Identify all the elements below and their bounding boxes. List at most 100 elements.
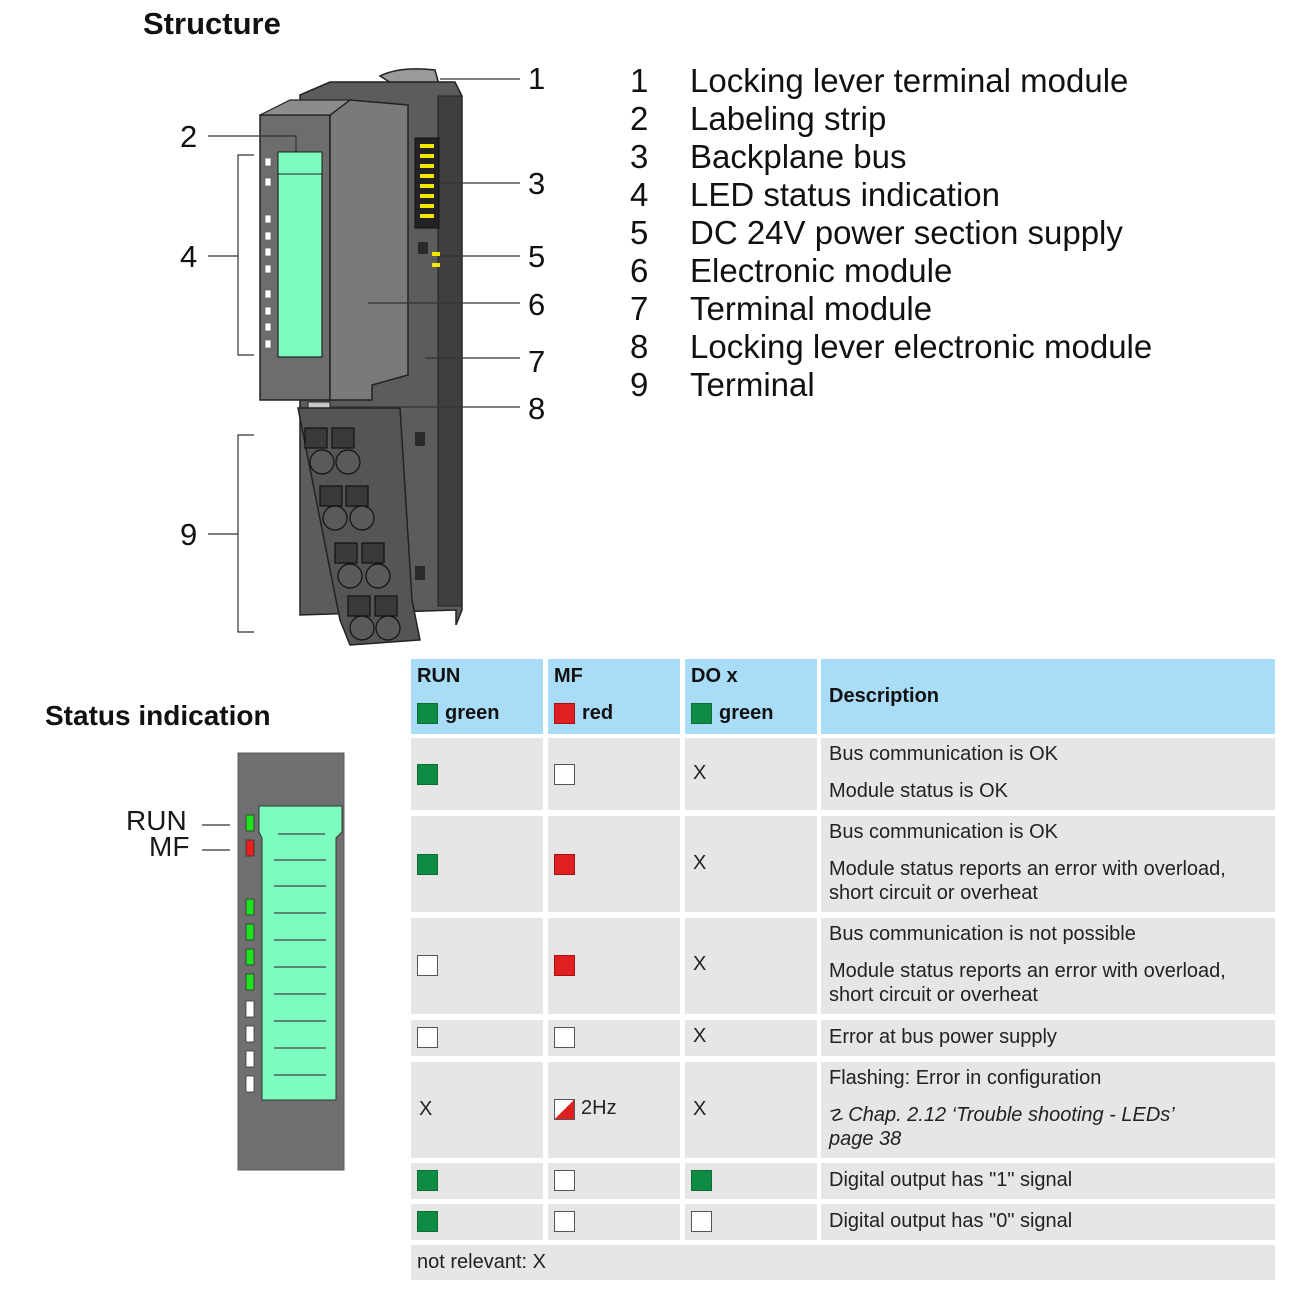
chapter-reference-text: Chap. 2.12 ‘Trouble shooting - LEDs’: [848, 1104, 1175, 1126]
table-row-4-mf: [548, 1020, 680, 1056]
legend-number: 8: [630, 328, 649, 365]
not-relevant-mark: X: [693, 1025, 707, 1047]
table-row-4-do: X: [685, 1020, 817, 1056]
description-line: Module status reports an error with over…: [829, 960, 1226, 982]
callout-4: 4: [180, 239, 198, 274]
status-heading: Status indication: [45, 700, 271, 731]
legend-item: 9 Terminal: [630, 366, 1152, 404]
legend-label: DC 24V power section supply: [690, 214, 1123, 251]
led-off-icon: [691, 1211, 712, 1232]
description-line: Bus communication is OK: [829, 743, 1058, 765]
status-panel-drawing: [202, 752, 345, 1171]
table-row-6-do: [685, 1163, 817, 1199]
not-relevant-mark: X: [693, 953, 707, 975]
header-description-title: Description: [829, 685, 940, 707]
flashing-led-icon: [554, 1099, 575, 1120]
legend-item: 1 Locking lever terminal module: [630, 62, 1152, 100]
red-led-icon: [554, 703, 575, 724]
table-row-2-run: [411, 816, 543, 912]
table-row-4-run: [411, 1020, 543, 1056]
table-footer: not relevant: X: [411, 1245, 1275, 1280]
table-row-5-mf: 2Hz: [548, 1062, 680, 1158]
legend-label: Backplane bus: [690, 138, 907, 175]
callout-9: 9: [180, 517, 198, 552]
legend-label: LED status indication: [690, 176, 1001, 213]
callout-1: 1: [528, 61, 546, 96]
table-row-2-mf: [548, 816, 680, 912]
header-mf-color: red: [582, 702, 614, 724]
description-line: Bus communication is OK: [829, 821, 1058, 843]
header-description: Description: [821, 659, 1275, 734]
green-led-icon: [417, 1211, 438, 1232]
green-led-icon: [691, 1170, 712, 1191]
legend-number: 1: [630, 62, 649, 99]
module-structure-drawing: [208, 68, 520, 646]
callout-7: 7: [528, 344, 546, 379]
legend-number: 2: [630, 100, 649, 137]
header-mf-title: MF: [554, 665, 583, 687]
led-off-icon: [554, 1211, 575, 1232]
table-row-3-description: Bus communication is not possible Module…: [821, 918, 1275, 1014]
callout-3: 3: [528, 166, 546, 201]
structure-heading: Structure: [143, 6, 281, 41]
leader-lines: [208, 78, 520, 633]
legend-label: Terminal: [690, 366, 815, 403]
led-off-icon: [417, 1027, 438, 1048]
table-row-5-run: X: [411, 1062, 543, 1158]
description-line: Digital output has "0" signal: [829, 1210, 1073, 1232]
table-row-1-description: Bus communication is OK Module status is…: [821, 738, 1275, 810]
green-led-icon: [691, 703, 712, 724]
table-row-7-run: [411, 1204, 543, 1240]
header-do-color: green: [719, 702, 774, 724]
table-row-5-description: Flashing: Error in configuration ☡Chap. …: [821, 1062, 1275, 1158]
green-led-icon: [417, 703, 438, 724]
led-off-icon: [554, 1027, 575, 1048]
table-row-7-mf: [548, 1204, 680, 1240]
callout-6: 6: [528, 287, 546, 322]
not-relevant-mark: X: [693, 762, 707, 784]
legend-label: Electronic module: [690, 252, 953, 289]
header-do: DO x green: [685, 659, 817, 734]
legend-number: 5: [630, 214, 649, 251]
legend-item: 5 DC 24V power section supply: [630, 214, 1152, 252]
cross-reference-icon: ☡: [829, 1106, 845, 1125]
not-relevant-mark: X: [693, 852, 707, 874]
table-row-2-do: X: [685, 816, 817, 912]
labeling-strip: [277, 151, 323, 358]
flash-frequency: 2Hz: [581, 1097, 617, 1119]
header-do-title: DO x: [691, 665, 738, 687]
output-leds-green: [245, 898, 255, 991]
led-off-icon: [554, 1170, 575, 1191]
table-row-5-do: X: [685, 1062, 817, 1158]
header-run: RUN green: [411, 659, 543, 734]
backplane-bus-contacts: [420, 144, 434, 218]
legend-number: 7: [630, 290, 649, 327]
description-line: Bus communication is not possible: [829, 923, 1136, 945]
page-reference-text[interactable]: page 38: [829, 1128, 902, 1150]
table-row-1-run: [411, 738, 543, 810]
header-run-title: RUN: [417, 665, 461, 687]
green-led-icon: [417, 1170, 438, 1191]
table-row-6-mf: [548, 1163, 680, 1199]
footer-note: not relevant: X: [417, 1251, 546, 1273]
run-led-label: RUN: [126, 805, 187, 836]
description-line: short circuit or overheat: [829, 984, 1038, 1006]
description-line: Flashing: Error in configuration: [829, 1067, 1102, 1089]
table-row-3-do: X: [685, 918, 817, 1014]
green-led-icon: [417, 854, 438, 875]
not-relevant-mark: X: [419, 1098, 433, 1120]
table-row-7-do: [685, 1204, 817, 1240]
led-column: [264, 157, 272, 349]
table-row-6-run: [411, 1163, 543, 1199]
callout-2: 2: [180, 119, 198, 154]
legend-number: 9: [630, 366, 649, 403]
legend-label: Terminal module: [690, 290, 933, 327]
run-led: [245, 814, 255, 832]
chapter-reference-link[interactable]: ☡Chap. 2.12 ‘Trouble shooting - LEDs’: [829, 1103, 1175, 1128]
table-row-2-description: Bus communication is OK Module status re…: [821, 816, 1275, 912]
table-row-7-description: Digital output has "0" signal: [821, 1204, 1275, 1240]
electronic-module-side: [329, 99, 409, 401]
legend-label: Locking lever terminal module: [690, 62, 1129, 99]
